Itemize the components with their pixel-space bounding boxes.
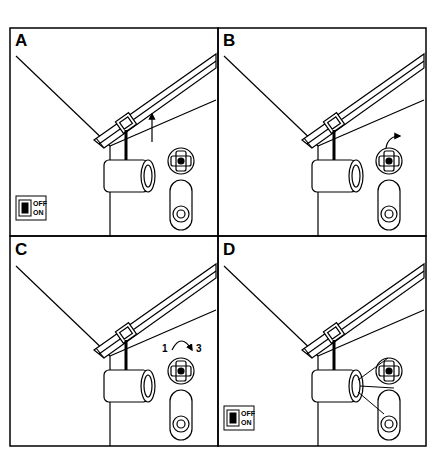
panel-letter: B <box>223 32 235 49</box>
panel-letter: A <box>15 32 27 49</box>
switch-state: OFF <box>33 200 47 207</box>
panel-letter: D <box>223 241 235 258</box>
switch-state: OFF <box>241 410 255 417</box>
position-number: 3 <box>195 344 203 354</box>
position-number: 1 <box>161 344 169 354</box>
panel-letter: C <box>15 241 27 258</box>
switch-state: ON <box>241 419 252 426</box>
switch-state: ON <box>33 209 44 216</box>
